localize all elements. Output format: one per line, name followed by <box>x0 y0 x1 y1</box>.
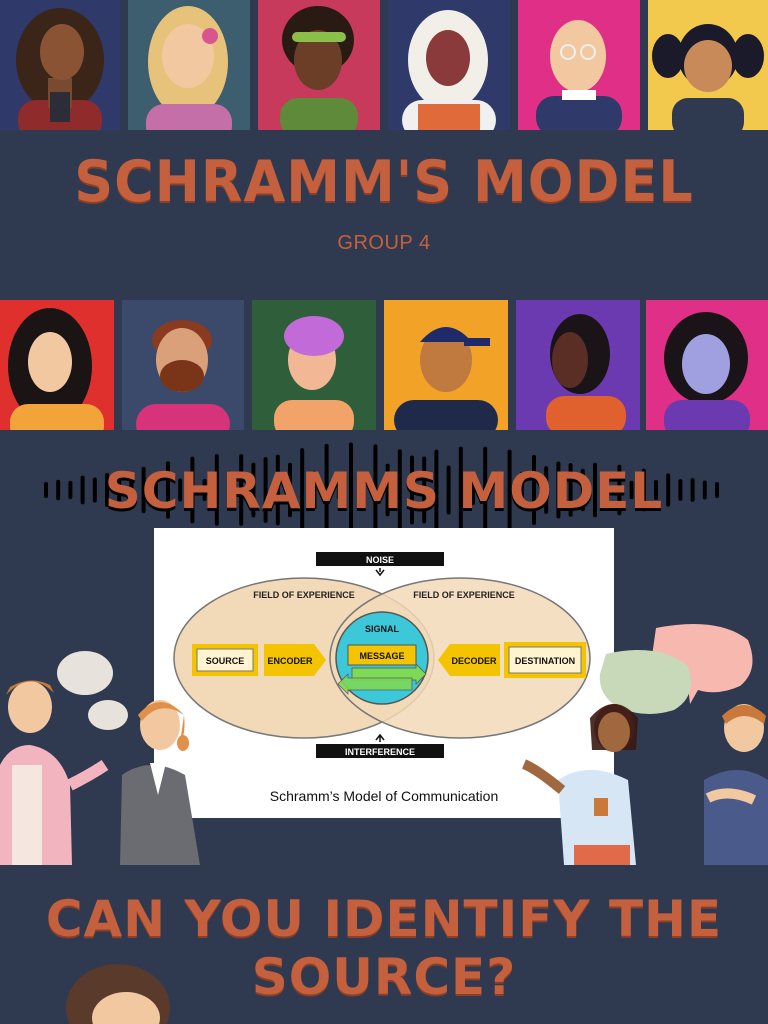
woman-bob-hair-avatar <box>646 300 768 430</box>
girl-pigtails-avatar <box>648 0 768 130</box>
person-head-partial <box>66 964 170 1024</box>
speech-bubble-icon <box>57 651 113 695</box>
decoder-label: DECODER <box>451 656 497 666</box>
page-title: SCHRAMM'S MODEL <box>74 148 694 215</box>
arrow-left-icon <box>337 673 413 695</box>
interference-label: INTERFERENCE <box>345 747 415 757</box>
decoder-arrow <box>438 644 500 676</box>
encoder-label: ENCODER <box>267 656 313 666</box>
noise-label: NOISE <box>366 555 394 565</box>
woman-hijab-avatar <box>388 0 510 130</box>
field-left-label: FIELD OF EXPERIENCE <box>253 590 355 600</box>
speech-bubble-icon <box>599 650 691 724</box>
signal-label: SIGNAL <box>365 624 400 634</box>
page-subtitle: GROUP 4 <box>337 232 431 254</box>
woman-blonde-avatar <box>128 0 250 130</box>
woman-headband-avatar <box>258 0 380 130</box>
question-line-1: CAN YOU IDENTIFY THE <box>45 890 723 948</box>
people-talking-right <box>521 624 768 865</box>
arrow-up-icon <box>375 733 385 742</box>
man-bald-glasses-avatar <box>518 0 640 130</box>
diagram-caption: Schramm’s Model of Communication <box>270 788 499 804</box>
arrow-down-icon <box>375 568 385 577</box>
man-beard-avatar <box>122 300 244 430</box>
man-cap-avatar <box>384 300 508 430</box>
field-right-label: FIELD OF EXPERIENCE <box>413 590 515 600</box>
section-title: SCHRAMMS MODEL <box>104 462 664 520</box>
woman-curly-hair-avatar <box>0 0 120 130</box>
woman-black-hair-avatar <box>0 300 114 430</box>
destination-box: DESTINATION <box>515 656 575 666</box>
speech-bubble-icon <box>652 624 753 704</box>
person-pink-hair-avatar <box>252 300 376 430</box>
people-talking-left <box>0 651 200 865</box>
sound-wave-graphic <box>44 442 719 538</box>
woman-profile-avatar <box>516 300 640 430</box>
source-box: SOURCE <box>206 656 245 666</box>
message-label: MESSAGE <box>359 651 404 661</box>
question-line-2: SOURCE? <box>251 948 517 1006</box>
encoder-arrow <box>264 644 326 676</box>
speech-bubble-icon <box>88 700 128 730</box>
